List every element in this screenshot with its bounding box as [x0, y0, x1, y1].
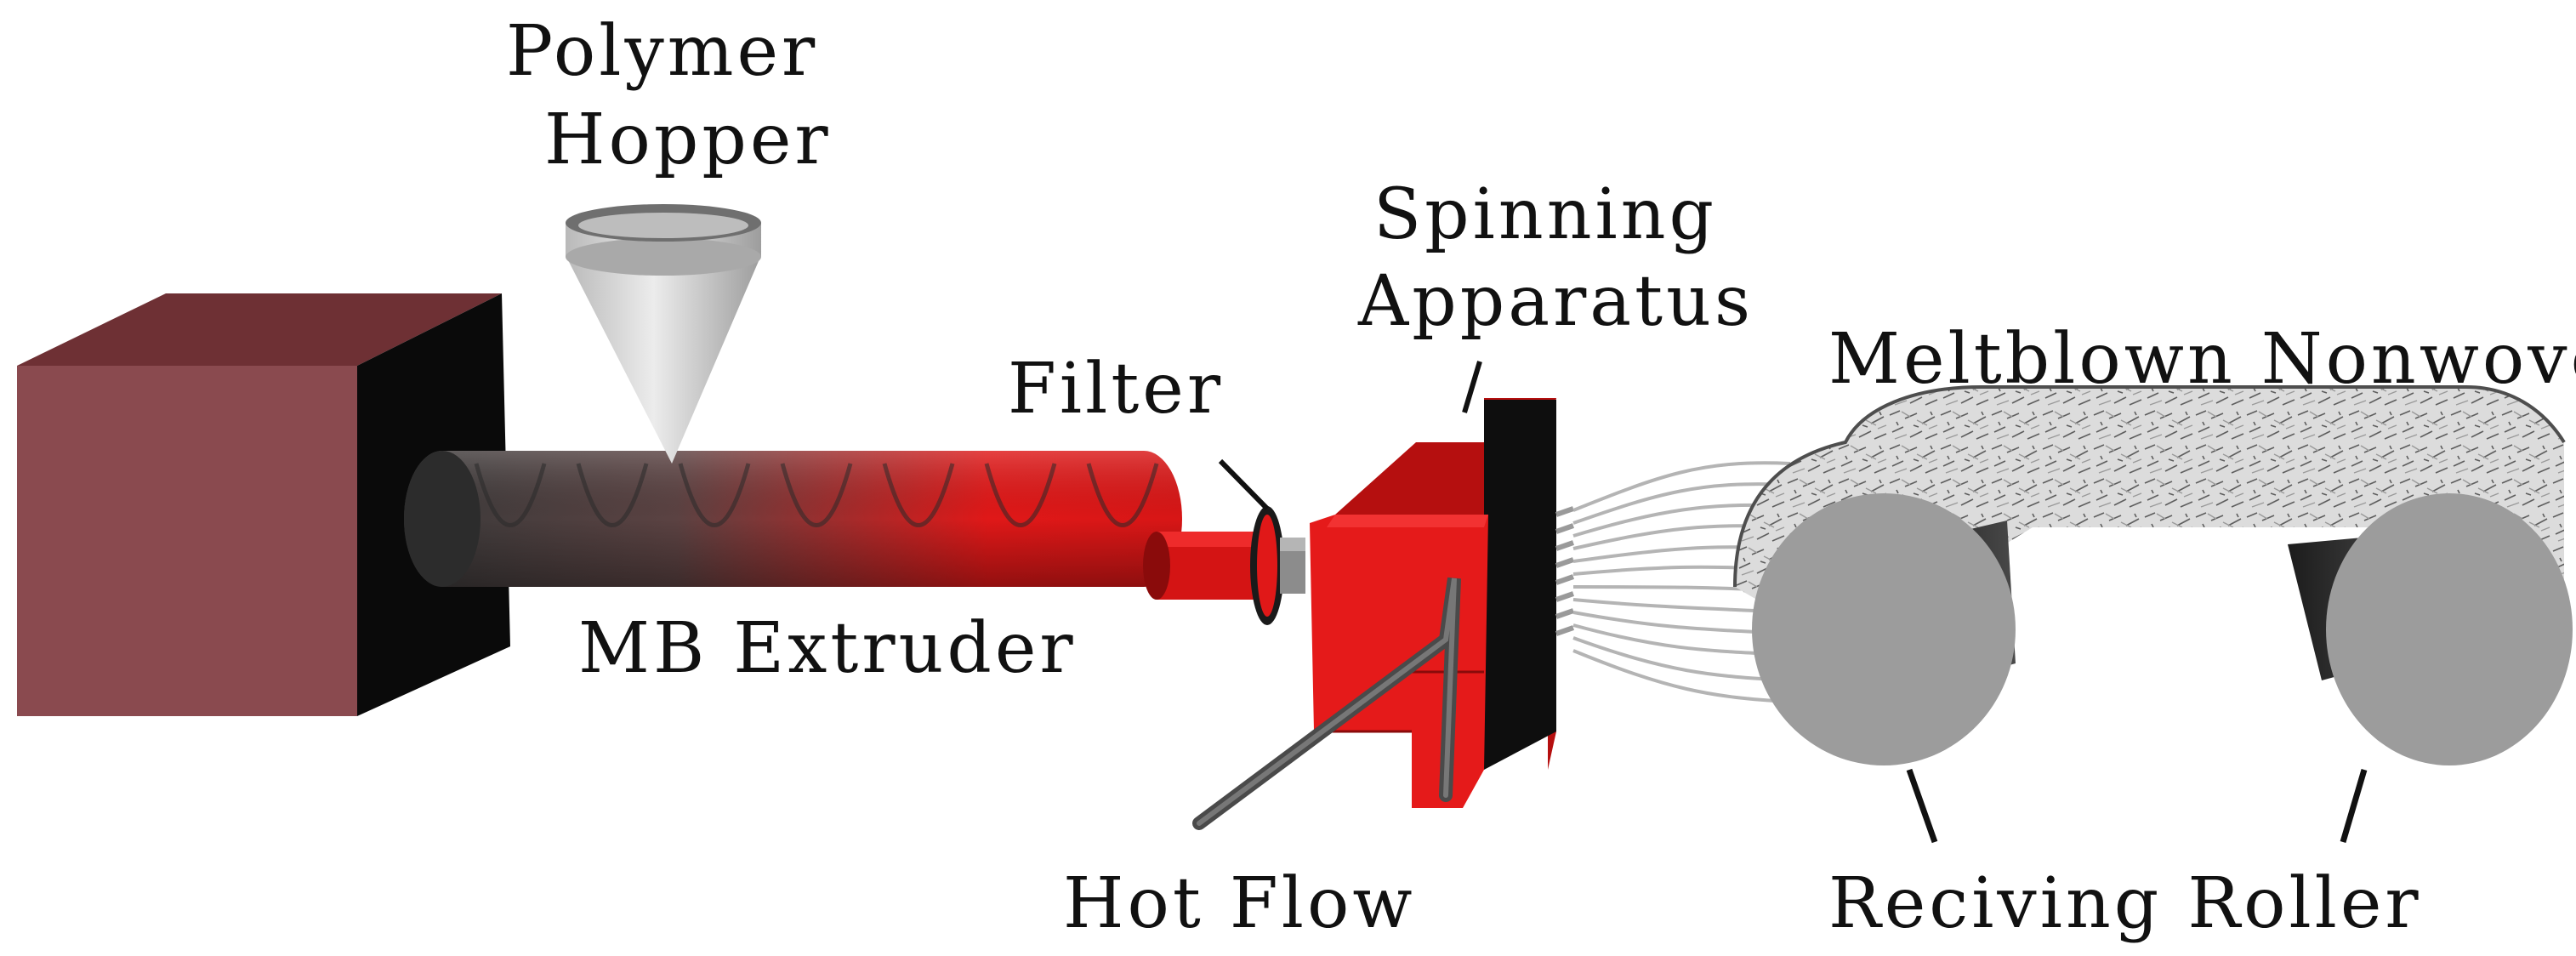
- hot-flow-pipe: [1192, 577, 1461, 830]
- receiving-roller-left-leader-line: [1906, 768, 1938, 844]
- extruder-screw: [474, 463, 1159, 527]
- mb-extruder-label: MB Extruder: [578, 608, 1077, 689]
- meltblown-nonwoven-label: Meltblown Nonwoven: [1828, 319, 2576, 400]
- spinning-apparatus-label-line1: Spinning: [1373, 174, 1717, 255]
- receiving-roller-label: Reciving Roller: [1828, 863, 2422, 944]
- polymer-hopper-label-line2: Hopper: [544, 100, 832, 180]
- hot-flow-label: Hot Flow: [1063, 863, 1416, 944]
- extruder-barrel: [404, 451, 1182, 587]
- polymer-hopper: [566, 204, 761, 464]
- spinneret-nozzles: [1555, 506, 1574, 636]
- receiving-roller-left: [1752, 493, 2016, 765]
- filter-label: Filter: [1008, 349, 1224, 430]
- filter-disc: [1250, 506, 1305, 625]
- receiving-roller-right-leader-line: [2340, 769, 2368, 843]
- spinning-apparatus-label-line2: Apparatus: [1357, 261, 1754, 342]
- nonwoven-web: [1733, 385, 2566, 680]
- spinning-apparatus: [1310, 398, 1556, 808]
- spinning-apparatus-leader-line: [1462, 361, 1482, 413]
- filter-leader-line: [1218, 458, 1270, 511]
- motor-box: [17, 293, 510, 716]
- polymer-hopper-label-line1: Polymer: [506, 11, 818, 92]
- receiving-roller-right: [2288, 493, 2573, 765]
